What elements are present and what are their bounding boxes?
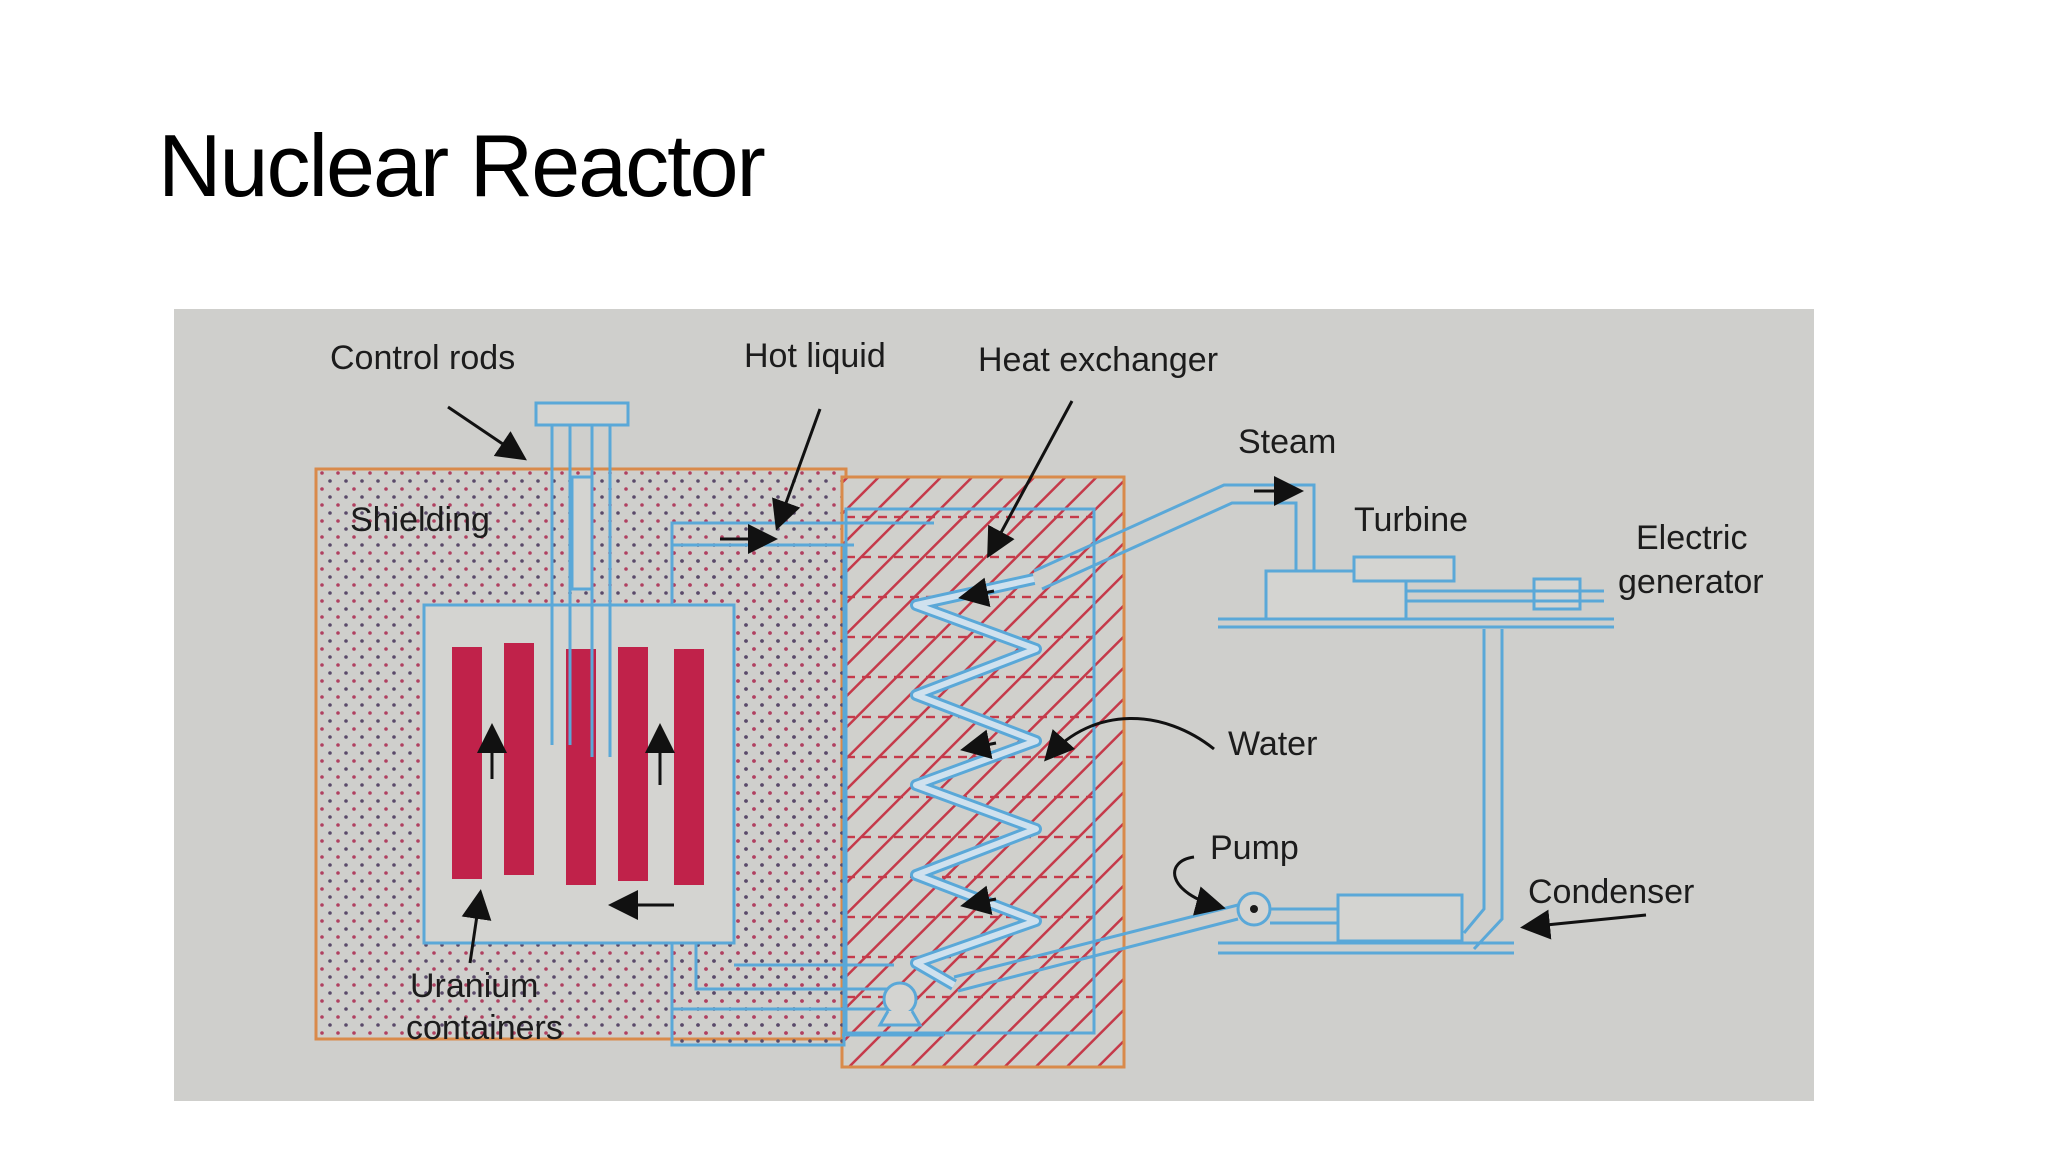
label-shielding: Shielding (350, 501, 490, 539)
flow-arrows (477, 476, 1304, 920)
slide-title: Nuclear Reactor (158, 116, 766, 215)
reactor-diagram: Control rods Hot liquid Heat exchanger S… (174, 309, 1814, 1101)
label-uranium-line1: Uranium (410, 967, 538, 1005)
label-heat-exchanger: Heat exchanger (978, 341, 1218, 379)
label-water: Water (1228, 725, 1317, 763)
label-control-rods: Control rods (330, 339, 515, 377)
label-steam: Steam (1238, 423, 1336, 461)
control-rods-assembly (534, 401, 630, 757)
condenser-pipe (1462, 629, 1504, 951)
steam-pipe (1033, 483, 1316, 591)
label-electric-line2: generator (1618, 563, 1764, 601)
leader-arrows (447, 400, 1647, 964)
uranium-rod (674, 649, 704, 885)
uranium-rods (452, 643, 704, 885)
label-turbine: Turbine (1354, 501, 1468, 539)
uranium-rod (504, 643, 534, 875)
heat-exchanger-vessel (840, 475, 1126, 1069)
turbine (1264, 555, 1456, 621)
secondary-pump (953, 891, 1514, 993)
primary-pump (842, 981, 944, 1037)
label-hot-liquid: Hot liquid (744, 337, 886, 375)
turbine-base (1218, 617, 1614, 629)
label-uranium-line2: containers (406, 1009, 563, 1047)
uranium-rod (452, 647, 482, 879)
label-pump: Pump (1210, 829, 1299, 867)
label-electric-line1: Electric (1636, 519, 1747, 557)
condenser (1336, 893, 1464, 943)
label-condenser: Condenser (1528, 873, 1694, 911)
uranium-rod (618, 647, 648, 881)
generator (1406, 577, 1604, 611)
